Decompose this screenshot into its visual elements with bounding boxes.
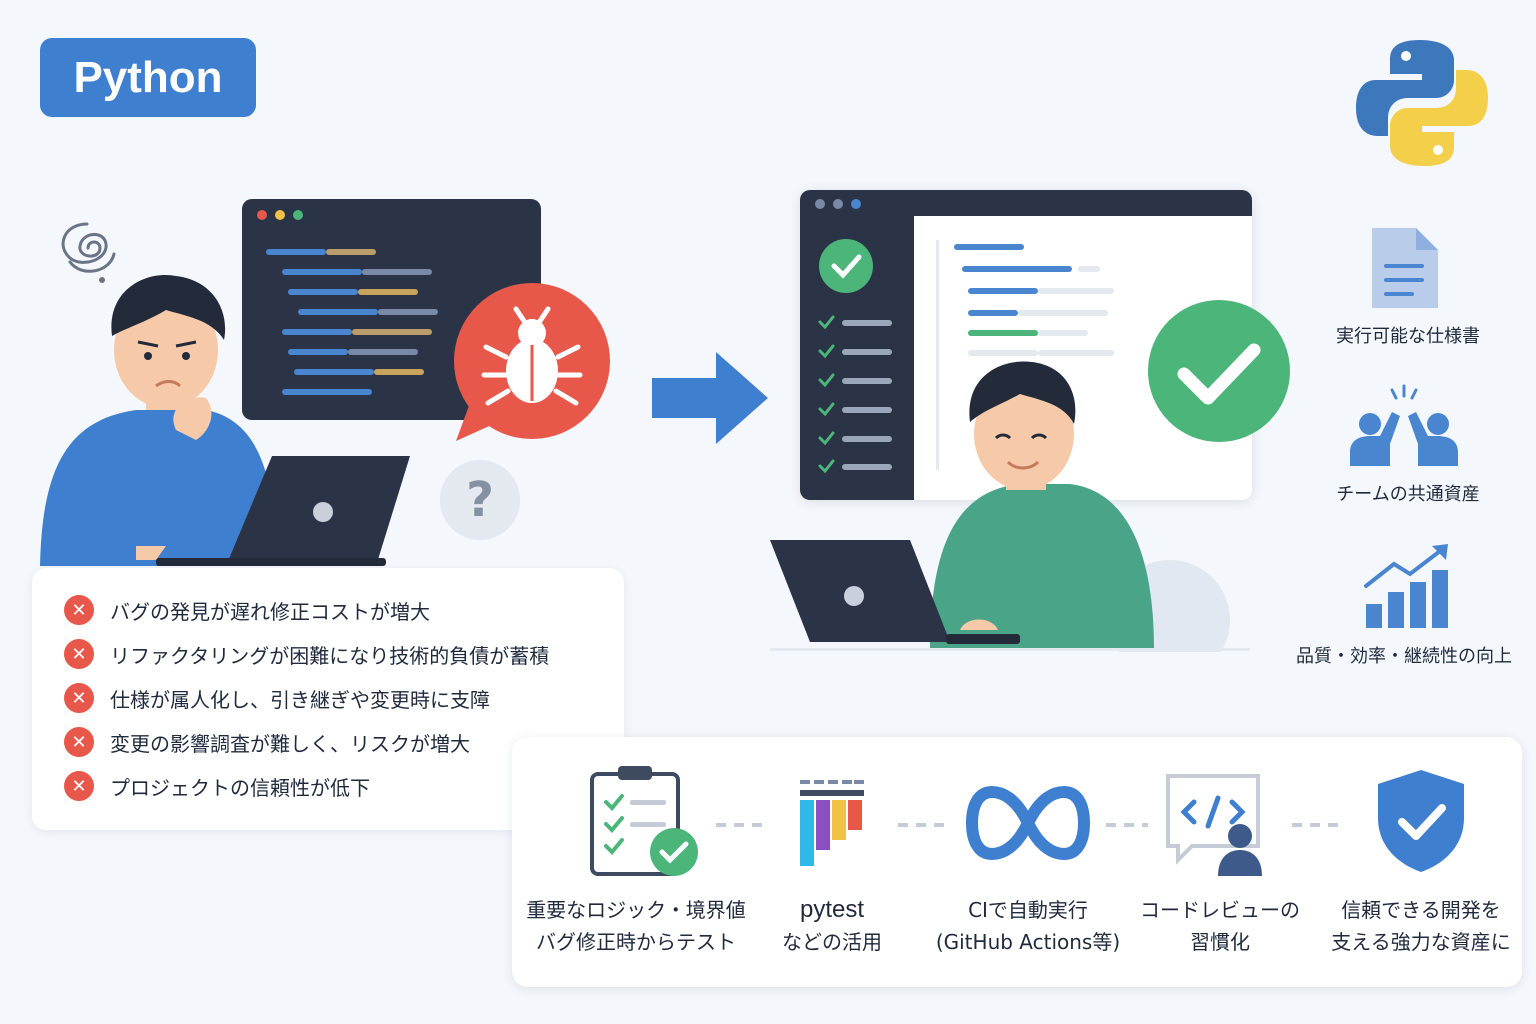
problem-text: プロジェクトの信頼性が低下 [110,775,370,800]
problem-text: 仕様が属人化し、引き継ぎや変更時に支障 [110,687,490,712]
code-review-icon [1166,774,1262,876]
shield-check-icon [1378,770,1464,872]
problem-text: 変更の影響調査が難しく、リスクが増大 [110,731,470,756]
error-x-icon: ✕ [64,683,94,713]
error-x-icon: ✕ [64,771,94,801]
practice-label: CIで自動実行 (GitHub Actions等) [926,894,1130,958]
practice-line2: などの活用 [782,930,882,954]
practice-line1: コードレビューの [1140,898,1300,922]
practice-label: 重要なロジック・境界値 バグ修正時からテスト [520,894,752,958]
infinity-icon [966,785,1090,861]
practice-line1: CIで自動実行 [968,898,1088,922]
practice-label: pytest などの活用 [760,894,904,958]
high-five-icon [1350,384,1458,466]
practice-line2: バグ修正時からテスト [536,930,736,954]
python-badge: Python [40,38,256,117]
success-check-icon [1148,300,1290,442]
checklist-icon [590,766,698,876]
benefit-label: 実行可能な仕様書 [1336,326,1480,347]
python-logo-icon [1356,40,1488,166]
connector-dash [898,823,948,827]
practice-line2: 支える強力な資産に [1331,930,1511,954]
bug-icon [454,283,610,441]
code-lines [257,210,438,395]
problem-item: ✕ 変更の影響調査が難しく、リスクが増大 [64,724,470,760]
pytest-logo-icon [800,780,864,866]
benefit-label: 品質・効率・継続性の向上 [1296,646,1512,667]
problem-item: ✕ 仕様が属人化し、引き継ぎや変更時に支障 [64,680,490,716]
problem-text: リファクタリングが困難になり技術的負債が蓄積 [110,643,550,668]
document-icon [1372,228,1438,308]
worried-developer-illustration [40,274,410,566]
practice-line1: 重要なロジック・境界値 [526,898,746,922]
practice-label: コードレビューの 習慣化 [1134,894,1306,958]
happy-developer-illustration [770,361,1250,652]
practice-line1: pytest [799,896,865,923]
transition-arrow-icon [652,352,768,444]
question-mark-glyph: ? [466,472,494,528]
problem-item: ✕ リファクタリングが困難になり技術的負債が蓄積 [64,636,549,672]
error-x-icon: ✕ [64,595,94,625]
connector-dash [716,823,766,827]
connector-dash [1106,823,1148,827]
practice-line2: (GitHub Actions等) [935,930,1121,954]
practice-line2: 習慣化 [1190,930,1250,954]
test-window-content [800,190,1252,500]
problem-item: ✕ プロジェクトの信頼性が低下 [64,768,370,804]
python-badge-label: Python [73,52,223,102]
practice-label: 信頼できる開発を 支える強力な資産に [1318,894,1524,958]
error-x-icon: ✕ [64,727,94,757]
error-x-icon: ✕ [64,639,94,669]
connector-dash [1292,823,1342,827]
practice-line1: 信頼できる開発を [1341,898,1501,922]
confusion-scribble-icon [61,222,116,283]
question-icon: ? [440,460,520,540]
problem-text: バグの発見が遅れ修正コストが増大 [110,599,430,624]
benefit-label: チームの共通資産 [1336,484,1480,505]
problem-item: ✕ バグの発見が遅れ修正コストが増大 [64,592,430,628]
growth-chart-icon [1364,544,1448,628]
